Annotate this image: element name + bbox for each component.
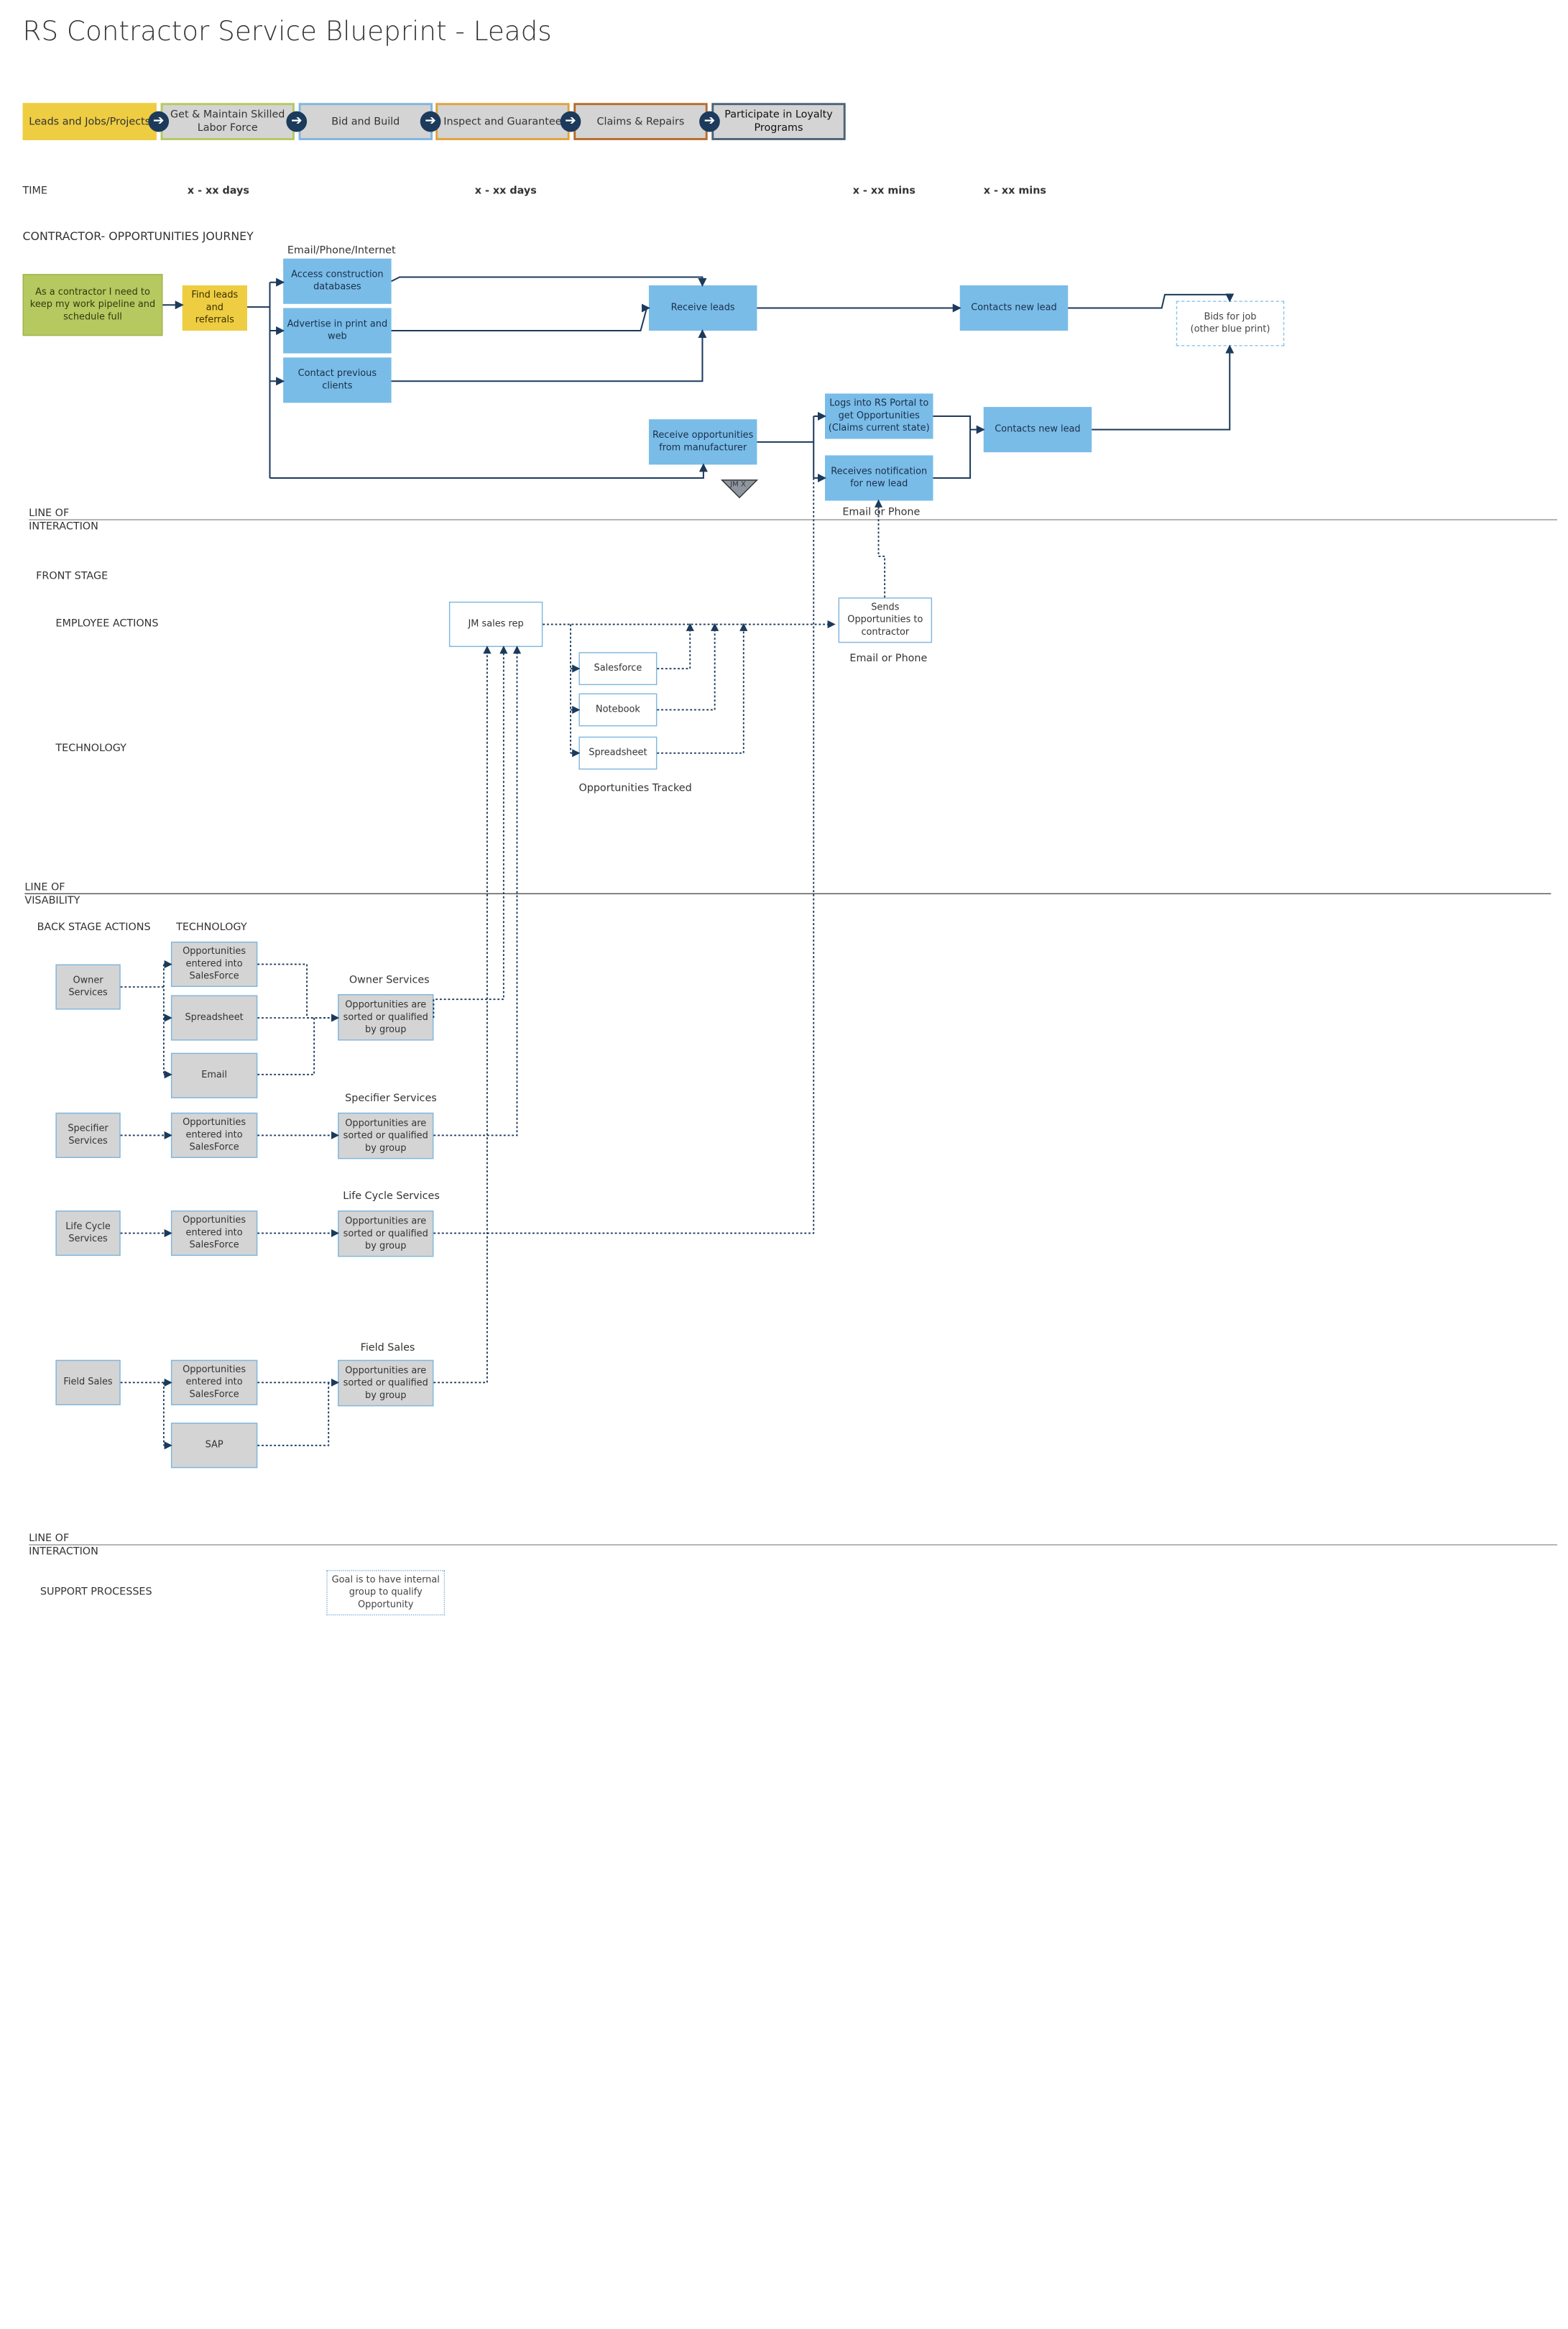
employee-actions-label: EMPLOYEE ACTIONS <box>55 617 159 630</box>
receive-opportunities-manufacturer[interactable]: Receive opportunities from manufacturer <box>648 419 757 465</box>
owner-services-heading: Owner Services <box>349 974 430 986</box>
connector <box>391 303 650 332</box>
sends-opportunities[interactable]: Sends Opportunities to contractor <box>838 597 933 643</box>
connector <box>1068 293 1235 309</box>
line-of-visibility-label: LINE OF VISABILITY <box>24 881 80 907</box>
jm-sales-rep[interactable]: JM sales rep <box>448 601 543 648</box>
channel-label: Email or Phone <box>849 653 928 665</box>
owner-services[interactable]: Owner Services <box>55 964 121 1010</box>
specifier-services[interactable]: Specifier Services <box>55 1112 121 1158</box>
time-estimate: x - xx mins <box>983 185 1046 197</box>
channel-label: Email/Phone/Internet <box>287 245 396 257</box>
connector <box>391 329 707 382</box>
time-estimate: x - xx mins <box>852 185 916 197</box>
arrow-right-icon: ➔ <box>286 111 308 132</box>
front-stage-label: FRONT STAGE <box>36 570 109 582</box>
find-leads[interactable]: Find leads and referrals <box>182 285 247 331</box>
connector <box>257 963 339 1022</box>
back-stage-label: BACK STAGE ACTIONS <box>37 922 151 934</box>
line-of-interaction-label: LINE OF INTERACTION <box>29 507 98 533</box>
notebook-tool[interactable]: Notebook <box>578 693 658 727</box>
journey-lane-label: CONTRACTOR- OPPORTUNITIES JOURNEY <box>22 229 254 244</box>
connector <box>269 463 708 479</box>
phase-label: Bid and Build <box>331 116 400 128</box>
back-technology-label: TECHNOLOGY <box>176 922 247 934</box>
connector <box>657 623 719 711</box>
phase-label: Participate in Loyalty Programs <box>724 109 833 134</box>
life-cycle-salesforce-entry[interactable]: Opportunities entered into SalesForce <box>170 1211 258 1257</box>
support-goal[interactable]: Goal is to have internal group to qualif… <box>326 1570 446 1616</box>
spreadsheet-tool[interactable]: Spreadsheet <box>578 736 658 770</box>
connector-layer <box>120 276 1235 1450</box>
connector <box>391 276 707 288</box>
owner-email[interactable]: Email <box>170 1052 258 1098</box>
connector <box>657 623 694 670</box>
connector <box>433 478 815 1234</box>
phase-label: Get & Maintain Skilled Labor Force <box>170 109 285 134</box>
support-processes-label: SUPPORT PROCESSES <box>40 1586 152 1598</box>
field-salesforce-entry[interactable]: Opportunities entered into SalesForce <box>170 1359 258 1405</box>
time-estimate: x - xx days <box>474 185 537 197</box>
triangle-icon <box>720 479 759 499</box>
contacts-new-lead-2[interactable]: Contacts new lead <box>983 407 1092 453</box>
arrow-right-icon: ➔ <box>420 111 441 132</box>
receives-notification[interactable]: Receives notification for new lead <box>824 455 933 501</box>
phase-leads-jobs[interactable]: Leads and Jobs/Projects <box>22 103 157 140</box>
time-label: TIME <box>22 185 47 197</box>
field-sorted[interactable]: Opportunities are sorted or qualified by… <box>338 1359 434 1407</box>
contact-previous-clients[interactable]: Contact previous clients <box>283 357 392 403</box>
line-of-interaction <box>29 1544 1557 1545</box>
logs-into-rs-portal[interactable]: Logs into RS Portal to get Opportunities… <box>824 393 933 439</box>
receive-leads[interactable]: Receive leads <box>648 285 757 331</box>
arrow-right-icon: ➔ <box>560 111 581 132</box>
page-title: RS Contractor Service Blueprint - Leads <box>22 16 552 47</box>
phase-label: Leads and Jobs/Projects <box>29 116 151 128</box>
connector <box>874 499 886 598</box>
specifier-sorted[interactable]: Opportunities are sorted or qualified by… <box>338 1112 434 1159</box>
time-estimate: x - xx days <box>187 185 249 197</box>
jm-x-marker: JM X <box>720 479 759 500</box>
connector <box>433 646 522 1136</box>
salesforce-tool[interactable]: Salesforce <box>578 652 658 686</box>
phase-claims-repairs[interactable]: Claims & Repairs <box>573 103 708 140</box>
line-of-interaction-label: LINE OF INTERACTION <box>29 1533 98 1558</box>
contacts-new-lead[interactable]: Contacts new lead <box>959 285 1069 331</box>
phase-label: Claims & Repairs <box>596 116 685 128</box>
arrow-right-icon: ➔ <box>148 111 170 132</box>
technology-label: TECHNOLOGY <box>55 743 126 755</box>
access-databases[interactable]: Access construction databases <box>283 258 392 304</box>
connector <box>433 646 508 1019</box>
opportunities-tracked-label: Opportunities Tracked <box>578 783 692 794</box>
owner-sorted[interactable]: Opportunities are sorted or qualified by… <box>338 994 434 1041</box>
advertise-print-web[interactable]: Advertise in print and web <box>283 308 392 354</box>
channel-label: Email or Phone <box>842 507 921 518</box>
specifier-salesforce-entry[interactable]: Opportunities entered into SalesForce <box>170 1112 258 1158</box>
connector <box>1092 344 1235 431</box>
arrow-right-icon: ➔ <box>699 111 720 132</box>
phase-label: Inspect and Guarantee <box>443 116 562 128</box>
field-sales-heading: Field Sales <box>360 1342 415 1354</box>
connector <box>933 415 972 479</box>
life-cycle-heading: Life Cycle Services <box>343 1190 440 1203</box>
connector <box>657 623 748 754</box>
line-of-interaction <box>29 519 1557 520</box>
owner-spreadsheet[interactable]: Spreadsheet <box>170 995 258 1041</box>
connector <box>257 1018 315 1075</box>
field-sap[interactable]: SAP <box>170 1423 258 1469</box>
life-cycle-services[interactable]: Life Cycle Services <box>55 1211 121 1257</box>
jm-x-label: JM X <box>730 479 746 489</box>
connector <box>433 646 492 1384</box>
field-sales[interactable]: Field Sales <box>55 1359 121 1405</box>
contractor-need[interactable]: As a contractor I need to keep my work p… <box>22 274 163 336</box>
specifier-services-heading: Specifier Services <box>345 1093 437 1105</box>
connector <box>257 1382 330 1446</box>
